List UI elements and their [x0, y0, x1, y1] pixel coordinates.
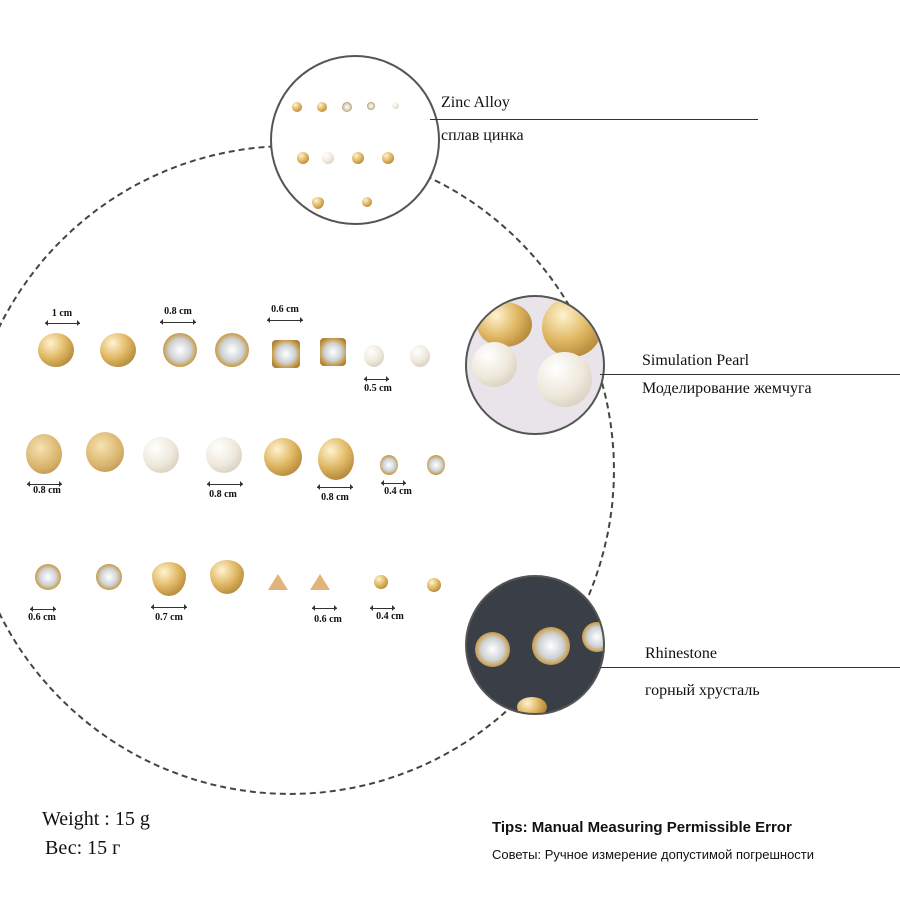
divider [600, 667, 900, 668]
tiny-ball-earring [427, 578, 441, 592]
measurement-label: 0.8 cm [209, 489, 237, 500]
rhinestone-thumbnail [465, 575, 605, 715]
matte-ball-earring [26, 434, 62, 474]
matte-ball-earring [86, 432, 124, 472]
crystal-earring [35, 564, 61, 590]
weight-en: Weight : 15 g [42, 808, 150, 830]
small-crystal-earring [427, 455, 445, 475]
material-label-ru: Моделирование жемчуга [642, 380, 812, 397]
triangle-earring [310, 574, 330, 590]
halo-earring [215, 333, 249, 367]
measure-arrow [312, 605, 337, 611]
zinc-alloy-thumbnail [270, 55, 440, 225]
triangle-earring [268, 574, 288, 590]
heart-earring [152, 562, 186, 596]
divider [430, 119, 758, 120]
measure-arrow [370, 605, 395, 611]
tips-ru: Советы: Ручное измерение допустимой погр… [492, 847, 815, 862]
knot-earring [100, 333, 136, 367]
small-crystal-earring [380, 455, 398, 475]
material-label-en: Simulation Pearl [642, 352, 750, 369]
weight-ru: Вес: 15 г [45, 837, 121, 859]
pearl-earring [206, 437, 242, 473]
measurement-label: 0.4 cm [376, 611, 404, 622]
small-pearl-earring [364, 345, 384, 367]
measurement-label: 0.6 cm [28, 612, 56, 623]
gold-ball-earring [264, 438, 302, 476]
measure-arrow [151, 604, 187, 610]
measure-arrow [45, 320, 80, 326]
measurement-label: 0.7 cm [155, 612, 183, 623]
material-label-en: Rhinestone [645, 645, 717, 662]
measure-arrow [381, 480, 406, 486]
measurement-label: 0.5 cm [364, 383, 392, 394]
heart-earring [210, 560, 244, 594]
measurement-label: 0.8 cm [164, 306, 192, 317]
square-crystal-earring [272, 340, 300, 368]
material-label-ru: горный хрусталь [645, 682, 760, 699]
measurement-label: 0.8 cm [321, 492, 349, 503]
knot-earring [38, 333, 74, 367]
measure-arrow [364, 376, 389, 382]
divider [600, 374, 900, 375]
halo-earring [163, 333, 197, 367]
simulation-pearl-thumbnail [465, 295, 605, 435]
gold-ball-earring [318, 438, 354, 480]
material-label-ru: сплав цинка [441, 127, 524, 144]
material-label-en: Zinc Alloy [441, 94, 510, 111]
measure-arrow [27, 481, 62, 487]
crystal-earring [96, 564, 122, 590]
measurement-label: 1 cm [51, 308, 73, 319]
square-crystal-earring [320, 338, 346, 366]
measure-arrow [207, 481, 243, 487]
measure-arrow [267, 317, 303, 323]
measure-arrow [317, 484, 353, 490]
tiny-ball-earring [374, 575, 388, 589]
measurement-label: 0.6 cm [271, 304, 299, 315]
small-pearl-earring [410, 345, 430, 367]
measurement-label: 0.4 cm [384, 486, 412, 497]
measurement-label: 0.6 cm [314, 614, 342, 625]
tips-en: Tips: Manual Measuring Permissible Error [492, 819, 792, 836]
measure-arrow [160, 319, 196, 325]
measurement-label: 0.8 cm [33, 485, 61, 496]
pearl-earring [143, 437, 179, 473]
measure-arrow [30, 606, 56, 612]
